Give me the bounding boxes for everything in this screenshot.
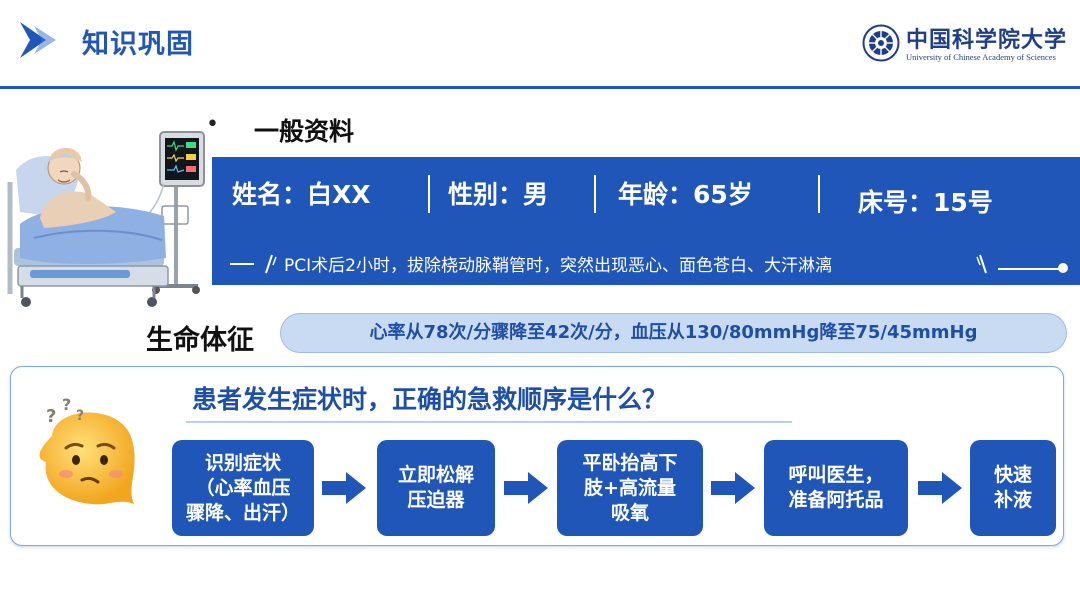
patient-age: 年龄：65岁 (618, 180, 753, 209)
question-underline (186, 421, 792, 423)
bullet: • (206, 112, 219, 137)
patient-bed-number: 床号：15号 (858, 188, 993, 217)
svg-text:?: ? (62, 395, 71, 414)
vital-signs-text: 心率从78次/分骤降至42次/分，血压从130/80mmHg降至75/45mmH… (369, 322, 978, 343)
chevron-right-icon (20, 22, 56, 58)
step-5-fluid-replacement: 快速 补液 (970, 440, 1056, 536)
patient-info-band: 姓名：白XX 性别：男 年龄：65岁 床号：15号 PCI术后2小时，拔除桡动脉… (212, 157, 1080, 285)
header-bar (0, 0, 1080, 86)
history-rule-left (230, 263, 254, 265)
svg-text:?: ? (76, 408, 84, 424)
header-divider (0, 86, 1080, 89)
history-rule-dot (1058, 263, 1068, 273)
patient-bed-illustration (7, 131, 205, 307)
field-separator (594, 175, 596, 213)
history-rule-right (998, 268, 1062, 270)
field-separator (818, 175, 820, 213)
arrow-right-icon (322, 472, 366, 504)
vital-signs-label: 生命体征 (146, 325, 254, 356)
patient-gender: 性别：男 (448, 180, 549, 209)
university-seal-icon (862, 24, 900, 62)
patient-name: 姓名：白XX (232, 180, 371, 209)
arrow-right-icon (711, 472, 755, 504)
step-1-identify-symptoms: 识别症状 （心率血压 骤降、出汗） (172, 440, 314, 536)
patient-history: PCI术后2小时，拔除桡动脉鞘管时，突然出现恶心、面色苍白、大汗淋漓 (212, 251, 1080, 281)
svg-text:?: ? (46, 406, 56, 427)
step-3-position-oxygen: 平卧抬高下 肢+高流量 吸氧 (557, 440, 703, 536)
question-text: 患者发生症状时，正确的急救顺序是什么？ (192, 385, 668, 414)
arrow-right-icon (504, 472, 548, 504)
field-separator (428, 175, 430, 213)
history-text: PCI术后2小时，拔除桡动脉鞘管时，突然出现恶心、面色苍白、大汗淋漓 (284, 256, 832, 276)
confused-emoji-icon: ? ? ? (39, 395, 135, 505)
vital-signs-pill: 心率从78次/分骤降至42次/分，血压从130/80mmHg降至75/45mmH… (280, 313, 1067, 353)
university-name-cn: 中国科学院大学 (906, 27, 1068, 53)
general-info-title: 一般资料 (254, 117, 355, 146)
slash-mark-icon (976, 254, 987, 274)
university-name-en: University of Chinese Academy of Science… (906, 52, 1056, 62)
page-title: 知识巩固 (82, 29, 194, 60)
step-4-call-doctor: 呼叫医生， 准备阿托品 (764, 440, 908, 536)
slash-mark-icon (265, 254, 277, 274)
step-2-release-compressor: 立即松解 压迫器 (377, 440, 495, 536)
arrow-right-icon (918, 472, 962, 504)
university-logo: 中国科学院大学 University of Chinese Academy of… (862, 24, 1072, 68)
